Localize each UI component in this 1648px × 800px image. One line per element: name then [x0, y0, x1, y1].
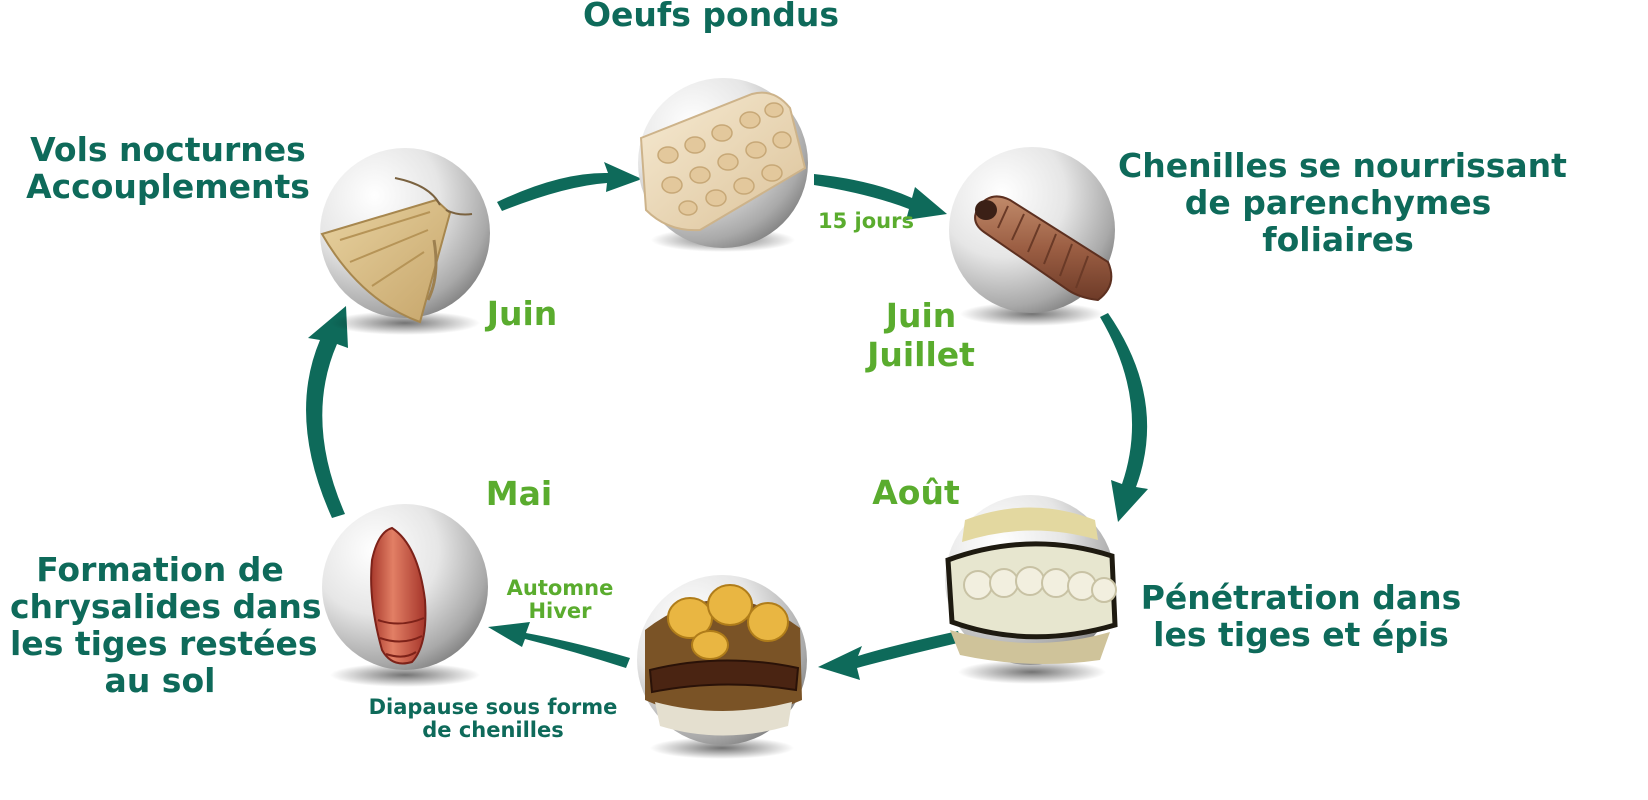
period-juin-juillet: Juin Juillet: [856, 296, 986, 374]
stage-diapause-line: de chenilles: [348, 719, 638, 742]
stage-caterpillars-line: foliaires: [1118, 221, 1558, 258]
period-eggs-duration: 15 jours: [806, 210, 926, 233]
stage-flights-label: Vols nocturnes Accouplements: [18, 131, 318, 205]
stage-penetration-label: Pénétration dans les tiges et épis: [1140, 579, 1462, 653]
period-juin-juillet-line: Juillet: [856, 335, 986, 374]
stage-pupation-label: Formation de chrysalides dans les tiges …: [10, 551, 310, 699]
arrow-diapause-to-pupation: [488, 622, 630, 668]
stage-flights-line: Accouplements: [18, 168, 318, 205]
stage-diapause-line: Diapause sous forme: [348, 696, 638, 719]
arrow-penetration-to-diapause: [818, 631, 962, 680]
stage-pupation-line: au sol: [10, 662, 310, 699]
stage-diapause-label: Diapause sous forme de chenilles: [348, 696, 638, 742]
stage-eggs-label: Oeufs pondus: [583, 0, 825, 33]
period-mai: Mai: [474, 474, 564, 513]
stage-eggs-sphere: [638, 78, 808, 252]
stage-caterpillars-label: Chenilles se nourrissant de parenchymes …: [1118, 147, 1558, 258]
arrow-pupation-to-moth: [306, 306, 348, 518]
stage-penetration-line: Pénétration dans: [1140, 579, 1462, 616]
period-automne-hiver-line: Automne: [500, 577, 620, 600]
period-juin-juillet-line: Juin: [856, 296, 986, 335]
stage-caterpillars-line: Chenilles se nourrissant: [1118, 147, 1558, 184]
stage-penetration-sphere: [945, 495, 1116, 684]
stage-pupation-line: Formation de: [10, 551, 310, 588]
arrow-caterpillars-to-penetration: [1100, 313, 1148, 522]
stage-pupation-sphere: [322, 504, 488, 687]
stage-pupation-line: les tiges restées: [10, 625, 310, 662]
period-juin: Juin: [472, 294, 572, 333]
period-aout: Août: [861, 473, 971, 512]
stage-diapause-sphere: [637, 575, 807, 759]
arrow-moth-to-eggs: [497, 162, 642, 211]
stage-pupation-line: chrysalides dans: [10, 588, 310, 625]
period-automne-hiver-line: Hiver: [500, 600, 620, 623]
period-automne-hiver: Automne Hiver: [500, 577, 620, 623]
stage-caterpillars-line: de parenchymes: [1118, 184, 1558, 221]
stage-flights-line: Vols nocturnes: [18, 131, 318, 168]
stage-eggs-line: Oeufs pondus: [583, 0, 825, 33]
stage-penetration-line: les tiges et épis: [1140, 616, 1462, 653]
